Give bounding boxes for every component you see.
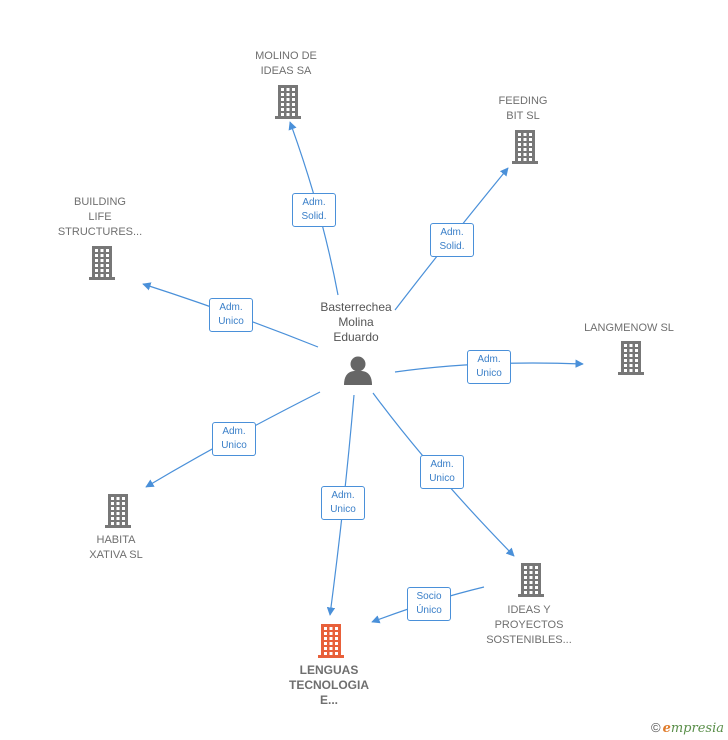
ideas-role-badge[interactable]: Adm. Unico — [420, 455, 464, 489]
molino-role-badge[interactable]: Adm. Solid. — [292, 193, 336, 227]
brand-initial: e — [662, 721, 671, 736]
ideas-building-icon[interactable] — [518, 563, 544, 597]
langmenow-company-label: LANGMENOW SL — [584, 322, 674, 334]
lenguas-company-label: LENGUAS TECNOLOGIA E... — [289, 663, 369, 707]
person-icon[interactable] — [344, 356, 372, 386]
person-name: Basterrechea Molina Eduardo — [320, 300, 392, 344]
building-company-label: BUILDING LIFE STRUCTURES... — [57, 196, 143, 238]
habita-role-badge[interactable]: Adm. Unico — [212, 422, 256, 456]
langmenow-role-badge[interactable]: Adm. Unico — [467, 350, 511, 384]
lenguas-building-icon[interactable] — [318, 624, 344, 658]
habita-building-icon[interactable] — [105, 494, 131, 528]
habita-company-label: HABITA XATIVA SL — [89, 534, 143, 561]
building-building-icon[interactable] — [89, 246, 115, 280]
building-role-badge[interactable]: Adm. Unico — [209, 298, 253, 332]
langmenow-building-icon[interactable] — [618, 341, 644, 375]
copyright-symbol: © — [650, 720, 661, 735]
feeding-role-badge[interactable]: Adm. Solid. — [430, 223, 474, 257]
brand-name: mpresia — [670, 721, 724, 736]
ideas-company-label: IDEAS Y PROYECTOS SOSTENIBLES... — [486, 604, 572, 646]
molino-building-icon[interactable] — [275, 85, 301, 119]
ideas-lenguas-role-badge[interactable]: Socio Único — [407, 587, 451, 621]
footer-brand: ©empresia — [651, 720, 724, 736]
molino-company-label: MOLINO DE IDEAS SA — [255, 50, 317, 77]
feeding-building-icon[interactable] — [512, 130, 538, 164]
lenguas-role-badge[interactable]: Adm. Unico — [321, 486, 365, 520]
feeding-company-label: FEEDING BIT SL — [498, 95, 548, 122]
